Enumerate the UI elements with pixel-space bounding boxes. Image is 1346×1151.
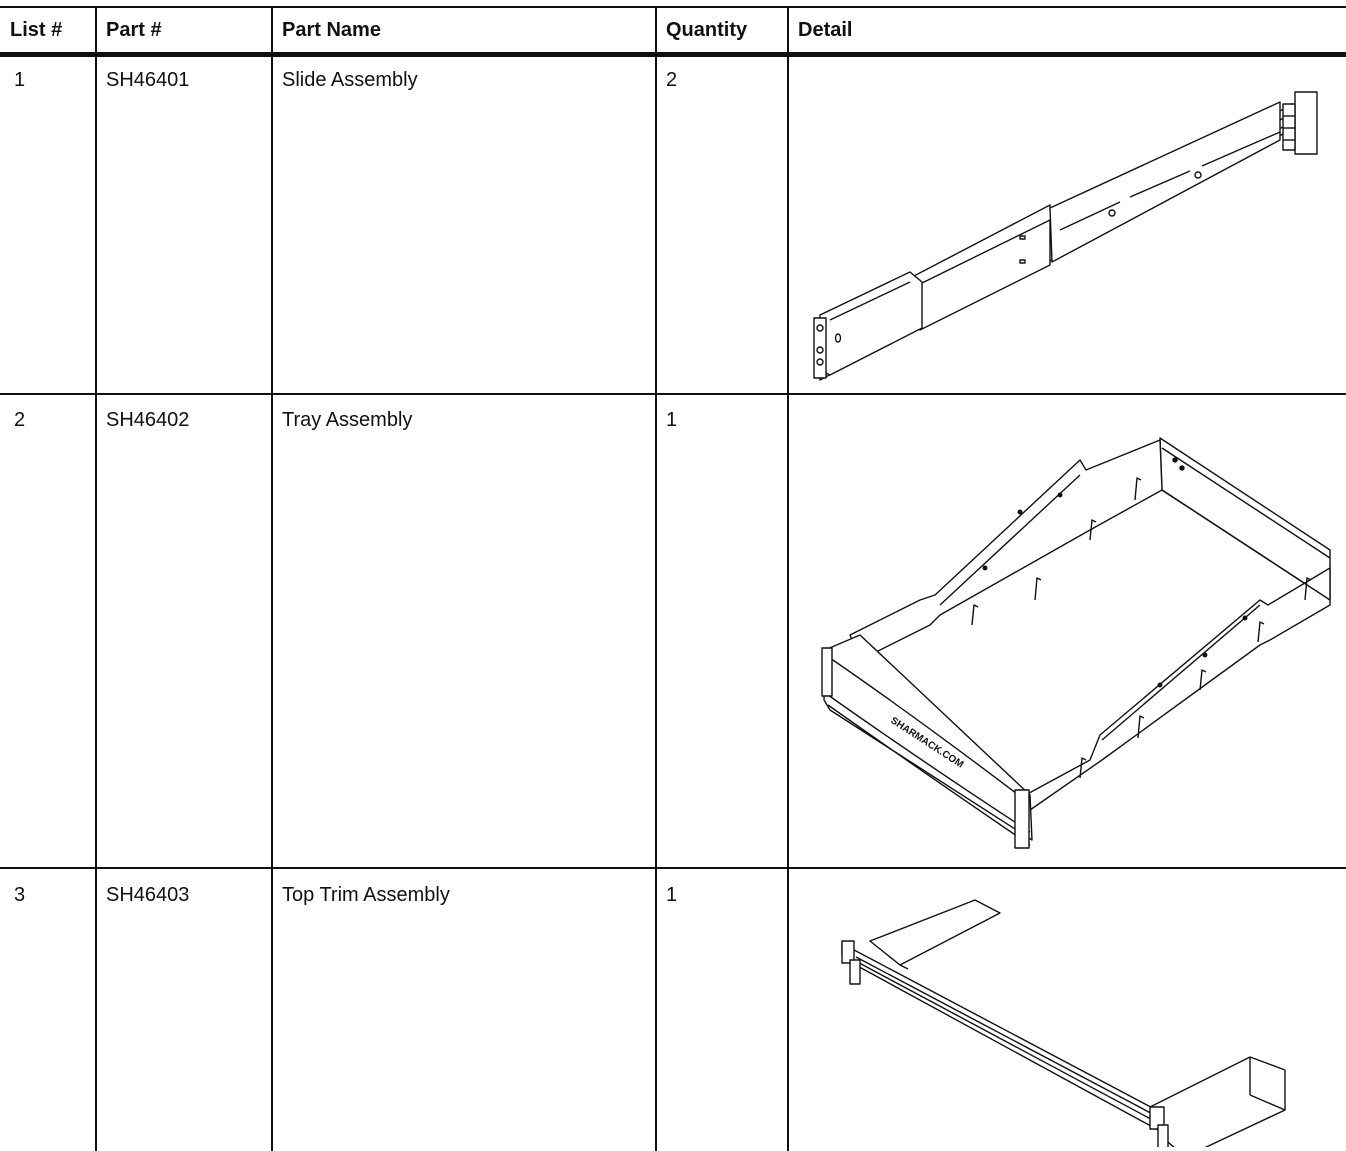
cell-part-name: Tray Assembly: [282, 409, 413, 431]
tray-assembly-drawing: SHARMACK.COM: [821, 437, 1331, 849]
top-trim-assembly-drawing: [841, 899, 1286, 1147]
slide-assembly-drawing: [813, 91, 1318, 381]
cell-list-number: 2: [14, 409, 26, 431]
column-divider: [95, 6, 97, 1151]
cell-list-number: 3: [14, 884, 26, 906]
cell-part-number: SH46402: [106, 409, 190, 431]
header-detail: Detail: [798, 19, 853, 41]
cell-quantity: 2: [666, 69, 678, 91]
header-bottom-border: [0, 52, 1346, 57]
cell-quantity: 1: [666, 884, 678, 906]
column-divider: [787, 6, 789, 1151]
table-top-border: [0, 6, 1346, 8]
row-divider: [0, 867, 1346, 869]
header-quantity: Quantity: [666, 19, 748, 41]
cell-part-number: SH46403: [106, 884, 190, 906]
cell-list-number: 1: [14, 69, 26, 91]
cell-part-name: Top Trim Assembly: [282, 884, 450, 906]
cell-part-name: Slide Assembly: [282, 69, 418, 91]
cell-part-number: SH46401: [106, 69, 190, 91]
header-part-number: Part #: [106, 19, 162, 41]
row-divider: [0, 393, 1346, 395]
cell-quantity: 1: [666, 409, 678, 431]
header-list-number: List #: [10, 19, 63, 41]
column-divider: [271, 6, 273, 1151]
column-divider: [655, 6, 657, 1151]
header-part-name: Part Name: [282, 19, 381, 41]
